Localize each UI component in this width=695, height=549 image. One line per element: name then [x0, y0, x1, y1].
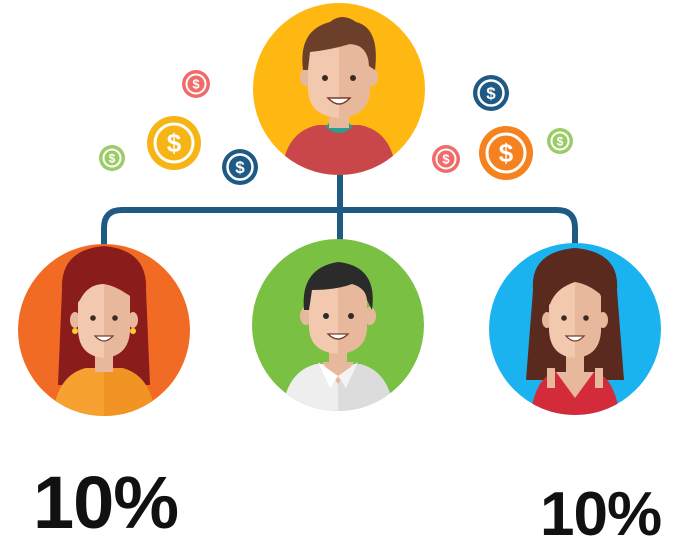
man-avatar-icon: [282, 17, 396, 175]
svg-text:$: $: [235, 158, 245, 177]
man-avatar-icon: [282, 262, 394, 411]
svg-text:$: $: [109, 152, 116, 166]
svg-text:$: $: [499, 138, 514, 168]
svg-text:$: $: [486, 84, 496, 103]
dollar-coin-icon: $: [182, 70, 210, 98]
connector-branches: [101, 207, 578, 251]
svg-text:$: $: [442, 152, 450, 167]
woman-avatar-icon: [526, 248, 624, 415]
coins-group: $ $ $ $ $ $ $ $: [99, 70, 573, 185]
left-commission-percent: 10%: [33, 461, 179, 544]
dollar-coin-icon: $: [222, 149, 258, 185]
connector-lines: [101, 162, 578, 251]
svg-text:$: $: [192, 77, 200, 92]
dollar-coin-icon: $: [432, 145, 460, 173]
left-person-avatar: [18, 244, 190, 416]
right-commission-percent: 10%: [540, 480, 662, 549]
top-person-avatar: [253, 3, 425, 175]
dollar-coin-icon: $: [547, 128, 573, 154]
dollar-coin-icon: $: [479, 126, 533, 180]
dollar-coin-icon: $: [147, 116, 201, 170]
middle-person-avatar: [252, 239, 424, 411]
right-person-avatar: [489, 243, 661, 415]
dollar-coin-icon: $: [473, 75, 509, 111]
woman-avatar-icon: [52, 246, 156, 416]
dollar-coin-icon: $: [99, 145, 125, 171]
svg-text:$: $: [557, 135, 564, 149]
svg-text:$: $: [167, 128, 182, 158]
